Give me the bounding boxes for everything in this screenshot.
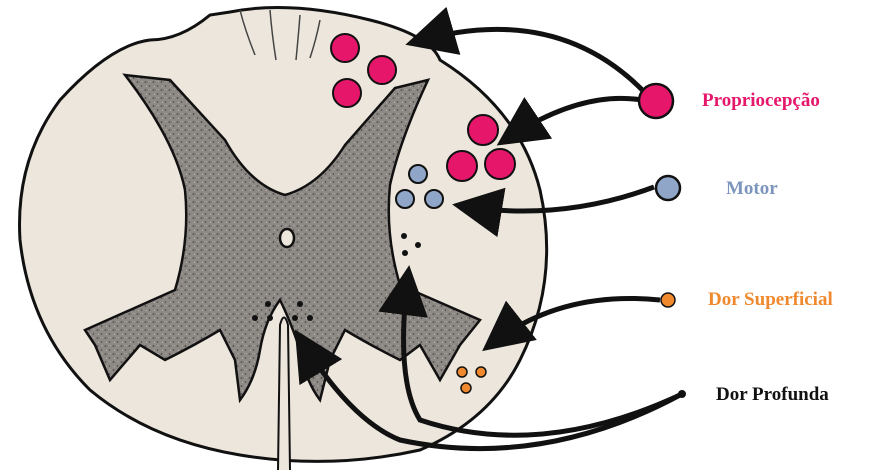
arrow-proprio-right [505, 98, 642, 140]
central-canal [280, 229, 294, 247]
deep-pain-marker [678, 390, 686, 398]
ventral-fissure [278, 318, 290, 471]
motor-marker [656, 176, 680, 200]
legend-markers [639, 84, 686, 398]
proprioception-marker [639, 84, 673, 118]
legend-label-superficial-pain: Dor Superficial [708, 290, 833, 309]
legend-label-motor: Motor [726, 179, 778, 198]
superficial-pain-marker [661, 293, 675, 307]
legend-label-proprioception: Propriocepção [702, 91, 820, 110]
legend-label-deep-pain: Dor Profunda [716, 385, 829, 404]
